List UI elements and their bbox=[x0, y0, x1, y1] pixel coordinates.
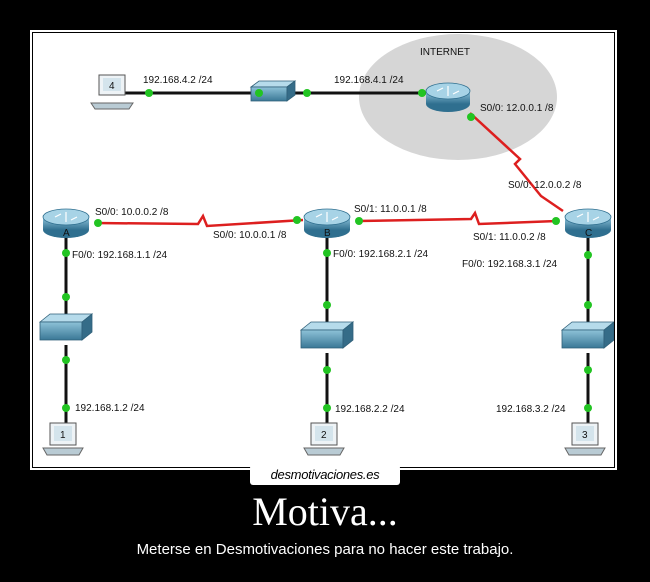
internet-label: INTERNET bbox=[420, 47, 470, 58]
router-a[interactable]: A bbox=[42, 208, 90, 239]
poster-title: Motiva... bbox=[252, 489, 398, 534]
status-dot bbox=[255, 89, 263, 97]
router-b[interactable]: B bbox=[303, 208, 351, 239]
status-dot bbox=[584, 251, 592, 259]
status-dot bbox=[323, 366, 331, 374]
switch-1[interactable] bbox=[38, 313, 94, 341]
status-dot bbox=[584, 366, 592, 374]
status-dot bbox=[62, 249, 70, 257]
serial-links bbox=[94, 112, 564, 228]
serial-isp-c bbox=[469, 112, 564, 213]
pc-2[interactable]: 2 bbox=[303, 422, 345, 456]
label-b-f00: F0/0: 192.168.2.1 /24 bbox=[333, 249, 429, 260]
poster-subtitle: Meterse en Desmotivaciones para no hacer… bbox=[136, 541, 514, 558]
status-dot bbox=[293, 216, 301, 224]
label-c-s01: S0/1: 11.0.0.2 /8 bbox=[473, 232, 546, 243]
label-b-s00: S0/0: 10.0.0.1 /8 bbox=[213, 230, 287, 241]
network-diagram: INTERNET 4 bbox=[33, 33, 616, 467]
status-dot bbox=[62, 293, 70, 301]
status-dot bbox=[323, 301, 331, 309]
router-b-label: B bbox=[324, 228, 331, 239]
status-dot bbox=[94, 219, 102, 227]
pc-3-label: 3 bbox=[582, 430, 588, 441]
router-c[interactable]: C bbox=[564, 208, 612, 239]
status-dot bbox=[584, 301, 592, 309]
router-a-label: A bbox=[63, 228, 70, 239]
pc-3[interactable]: 3 bbox=[564, 422, 606, 456]
status-dot bbox=[145, 89, 153, 97]
label-isp-lan: 192.168.4.1 /24 bbox=[334, 75, 404, 86]
label-pc3-ip: 192.168.3.2 /24 bbox=[496, 404, 566, 415]
label-pc2-ip: 192.168.2.2 /24 bbox=[335, 404, 405, 415]
status-dot bbox=[418, 89, 426, 97]
router-isp[interactable] bbox=[425, 82, 471, 112]
router-c-label: C bbox=[585, 228, 592, 239]
label-c-s00: S0/0: 12.0.0.2 /8 bbox=[508, 180, 582, 191]
pc-4[interactable]: 4 bbox=[90, 74, 134, 110]
label-pc1-ip: 192.168.1.2 /24 bbox=[75, 403, 145, 414]
status-dot bbox=[62, 356, 70, 364]
switch-3[interactable] bbox=[560, 321, 616, 349]
pc-2-label: 2 bbox=[321, 430, 327, 441]
status-dot bbox=[467, 113, 475, 121]
pc-1[interactable]: 1 bbox=[42, 422, 84, 456]
serial-b-c bbox=[357, 210, 558, 226]
status-dot bbox=[323, 404, 331, 412]
label-a-s00: S0/0: 10.0.0.2 /8 bbox=[95, 207, 169, 218]
label-pc4-ip: 192.168.4.2 /24 bbox=[143, 75, 213, 86]
switch-2[interactable] bbox=[299, 321, 355, 349]
serial-a-b bbox=[94, 213, 304, 228]
status-dot bbox=[552, 217, 560, 225]
label-b-s01: S0/1: 11.0.0.1 /8 bbox=[354, 204, 427, 215]
label-isp-s00: S0/0: 12.0.0.1 /8 bbox=[480, 103, 554, 114]
watermark: desmotivaciones.es bbox=[250, 465, 400, 485]
link-status-dots bbox=[62, 89, 592, 412]
label-c-f00: F0/0: 192.168.3.1 /24 bbox=[462, 259, 558, 270]
status-dot bbox=[303, 89, 311, 97]
status-dot bbox=[323, 249, 331, 257]
pc-1-label: 1 bbox=[60, 430, 66, 441]
pc-4-label: 4 bbox=[109, 81, 115, 92]
status-dot bbox=[584, 404, 592, 412]
label-a-f00: F0/0: 192.168.1.1 /24 bbox=[72, 250, 168, 261]
status-dot bbox=[355, 217, 363, 225]
status-dot bbox=[62, 404, 70, 412]
